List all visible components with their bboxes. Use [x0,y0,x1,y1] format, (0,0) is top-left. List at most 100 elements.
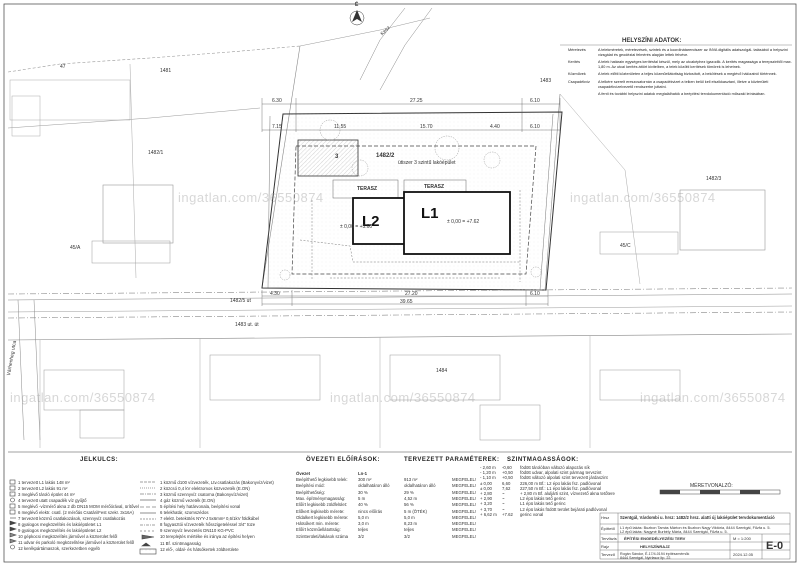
dimension-label: 6.10 [530,98,540,104]
reg-rows-cell: 3,0 m [358,521,369,527]
param-rows-cell: 5,0 m [404,514,415,520]
dimension-label: 4.40 [490,124,500,130]
legend-right-item: 1 közmű d100 vízvezeték, Ltv.csatlakozás… [160,479,274,485]
reg-rows-cell: teljes [358,527,369,533]
scale-bar [659,489,781,495]
legend-right-item: 12 elő-, oldal- és hátsókertek zöldterül… [160,546,239,552]
site-info-row: A fenti és további helyszíni adatok megt… [598,92,766,97]
north-arrow-icon [349,10,365,26]
date-value: 2024.12.05 [733,552,754,557]
reg-rows-cell: Előírt közműellátottság: [296,527,341,533]
dimension-label: 4.30 [270,291,280,297]
legend-right-item: 11 Bf. szintmagasság [160,540,201,546]
dimension-label: 6.30 [272,98,282,104]
dimension-label: 6.10 [530,291,540,297]
level-rows-cell: ± 0,00 [480,485,492,491]
legend-right-item: 9 szennyvíz levezetés DN110 KG-PVC [160,528,234,534]
level-rows-cell: ~ [502,491,505,496]
building-l2-label: L2 [362,213,380,230]
param-rows-cell: MEGFELEL! [452,502,477,508]
level-rows-cell: ~ [502,501,505,507]
phase-label: Tervfázis [601,536,617,541]
reg-rows-cell: 300 m² [358,477,372,482]
level-rows-cell: gerinc vonal [520,511,544,517]
param-rows-cell: MEGFELEL! [452,495,477,501]
house-number-45a: 45/A [70,245,81,251]
level-rows-cell: -0,60 [502,465,512,470]
terrace-label: TERASZ [424,184,444,190]
legend-left-item: 1 tervezett L1 lakás 148 m² [18,479,70,485]
param-rows-cell: MEGFELEL! [452,533,477,539]
reg-rows-cell: Beépíthető legkisebb telek: [296,477,348,482]
legend-left-item: 3 meglévő tároló épület 44 m² [18,491,75,497]
reg-rows-cell: oldalhatáron álló [358,483,390,489]
reg-rows-cell: Oldalkert legkisebb mérete: [296,514,349,520]
parcel-number-1482-1: 1482/1 [148,150,164,156]
l1-elevation: ± 0,00 = +7.62 [447,219,480,225]
level-rows-cell: 7,62 [502,485,511,491]
level-rows-cell: L1 épü lakás tető gerinc [520,501,566,507]
param-rows-cell: oldalhatáron álló [404,483,436,489]
legend-right-item: 4 gáz közmű vezeték (E.ON) [160,497,215,503]
legend-right-item: 7 elektr. betekötés NYY-J 5x6mm² 0,6/1kV… [160,516,259,522]
dimension-label: 27.25 [410,98,423,104]
level-rows-cell: +0,50 [502,470,513,476]
reg-rows-cell: Előírt legkisebb zöldfelület: [296,502,348,508]
dimension-label: 7.15 [272,124,282,130]
site-info-row: Csapadékvíz A telkére szerelt ereszcsato… [568,79,769,89]
l2-elevation: ± 0,00 = +5.60 [340,224,373,230]
street-label-south: 1483 ut. út [235,322,259,328]
watermark-text: ingatlan.com/36550874 [640,390,786,405]
param-rows-cell: MEGFELEL! [452,527,477,533]
level-rows-cell: 227,50 m Bf.: L1 épü lakás fsz. padlóvon… [520,485,601,491]
street-label-top: 1482/5 ut [230,298,251,304]
site-info-row: Méretezés A telekméretek, méretezések, s… [568,48,788,57]
reg-rows-cell: nincs előírás [358,508,383,514]
level-rows-cell: 226,00 m Bf.: L2 épü lakás fsz. padlóvon… [520,480,601,486]
site-info-row: Közművek A telek előtti közterületen a t… [568,72,777,77]
site-info-rows: Méretezés A telekméretek, méretezések, s… [568,48,792,100]
watermark-text: ingatlan.com/36550874 [330,390,476,405]
regulations-title: ÖVEZETI ELŐÍRÁSOK: [306,457,381,463]
legend-left-item: 12 kerékpártámaszok, szerkezetben egyéb [18,545,100,551]
param-rows-cell: 3/2 [404,533,410,539]
param-rows-cell: 29 % [404,489,414,495]
legend-left-item: 10 gépkocsi megközelítés járművel a közt… [18,533,118,539]
param-rows-cell: 913 m² [404,477,418,482]
reg-rows-cell: Előkert legkisebb mérete: [296,508,345,514]
parcel-number-main: 1482/2 [376,153,395,159]
watermark-text: ingatlan.com/36550874 [570,190,716,205]
site-info-title: HELYSZÍNI ADATOK: [622,38,682,44]
legend-right-item: 3 közmű szennyvíz csatorna (Bakonyvíz/vi… [160,491,249,497]
legend-right-item: 6 telekhatár, szomszédos [160,510,209,515]
level-rows-cell: +0,50 [502,475,513,481]
param-rows-cell: 8,23 m [404,521,418,527]
param-rows-cell: 5 m (ÖTÉK) [404,508,427,514]
scale-bar-label: MÉRETVONALZÓ: [690,483,733,489]
terrace-label: TERASZ [357,186,377,192]
parcel-number-1484: 1484 [436,368,448,374]
level-rows-cell: - 1,20 m [480,470,496,476]
house-number-45c: 45/C [620,243,631,249]
reg-rows-cell: Szintterületi/lakások száma [296,533,349,539]
param-rows-cell: MEGFELEL! [452,489,477,495]
dimension-label: 27.20 [405,291,418,297]
level-rows-cell: - 2,60 m [480,465,496,470]
dimension-label: 6.10 [530,124,540,130]
level-rows-cell: + 2,80 [480,491,493,496]
reg-rows-cell: Max. építménymagasság: [296,495,346,501]
legend-left-item: 9 gyalogos megközelítés és lakóépületet … [18,527,102,533]
sheet-number: E-0 [766,540,784,552]
level-rows-cell: L2 épü lakás födött terület bejárati pad… [520,506,607,512]
param-rows-cell: MEGFELEL! [452,477,477,482]
param-rows-cell: MEGFELEL! [452,508,477,514]
owner-line-2: L2 épű lakás: Nagyné Burbély Mária, 8444… [620,530,728,534]
legend-left-item: 11 udvar és parkoló megközelítése járműv… [18,539,135,545]
level-rows-cell: födött udvar, alpolati szint pármag terv… [520,470,602,476]
legend-right-item: 10 tereplejtés mértéke és iránya az épít… [160,534,255,540]
parcel-number-1481: 1481 [160,68,172,74]
param-rows-cell: MEGFELEL! [452,514,477,520]
parcel-number-1482-3: 1482/3 [706,176,722,182]
param-rows-cell: MEGFELEL! [452,521,477,527]
